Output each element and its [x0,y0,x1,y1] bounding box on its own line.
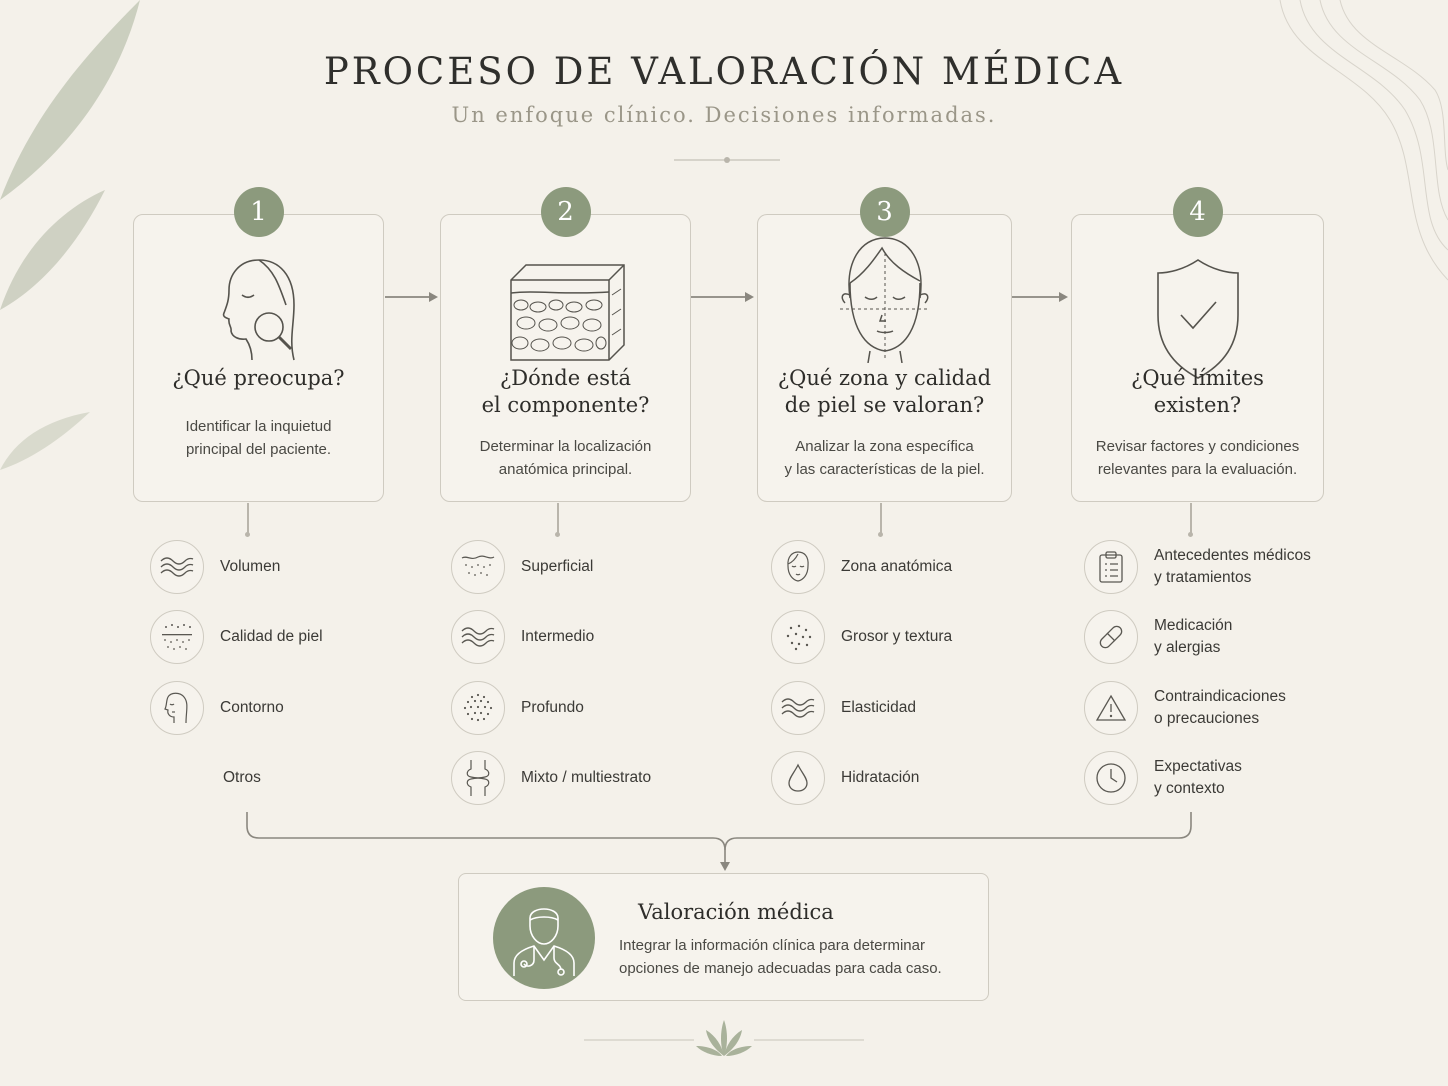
waves-icon [771,681,825,735]
warning-icon [1084,681,1138,735]
clock-icon [1084,751,1138,805]
step-title: ¿Qué límites existen? [1131,366,1264,417]
waves-icon [150,540,204,594]
step-title: ¿Qué preocupa? [172,366,345,390]
step-description: Determinar la localización anatómica pri… [479,438,652,478]
item-label: Superficial [521,558,594,575]
face-zones-icon [839,237,930,363]
list-item: Zona anatómica [771,538,952,596]
face-icon [771,540,825,594]
connector-line [557,503,559,533]
step-number-badge: 2 [540,187,591,237]
dots-scatter-icon [771,610,825,664]
list-item: Antecedentes médicos y tratamientos [1084,538,1311,596]
plant-ornament-icon [584,1020,864,1056]
step-description: Revisar factores y condiciones relevante… [1095,438,1300,478]
list-item: Hidratación [771,749,919,807]
droplet-icon [771,751,825,805]
dots-cluster-icon [451,681,505,735]
face-contour-icon [150,681,204,735]
face-magnifier-icon [222,259,295,361]
step-description: Analizar la zona específica y las caract… [784,438,985,478]
list-item: Volumen [150,538,280,596]
item-label: Intermedio [521,628,595,645]
connector-line [247,503,249,533]
step-title: ¿Qué zona y calidad de piel se valoran? [777,366,992,417]
item-label: Contraindicaciones o precauciones [1154,688,1286,727]
list-item: Grosor y textura [771,608,952,666]
final-title: Valoración médica [638,900,834,924]
skin-texture-icon [150,610,204,664]
list-item: Calidad de piel [150,608,323,666]
step-card-3: 3 ¿Qué zona y calidad de piel se valoran… [757,187,1012,502]
step-number-badge: 4 [1172,187,1223,237]
list-item: Contorno [150,679,284,737]
connector-dot [878,532,883,537]
list-item: Contraindicaciones o precauciones [1084,679,1286,737]
item-label: Expectativas y contexto [1154,758,1242,797]
step-card-2: 2 ¿Dónde está el componente? Determinar … [440,187,691,502]
title-divider [674,157,780,163]
item-label: Otros [223,769,261,786]
step-description: Identificar la inquietud principal del p… [185,418,332,458]
connector-dot [1188,532,1193,537]
final-assessment-box: Valoración médica Integrar la informació… [458,873,989,1001]
item-label: Antecedentes médicos y tratamientos [1154,547,1311,586]
item-label: Elasticidad [841,699,916,716]
step-card-4: 4 ¿Qué límites existen? Revisar factores… [1071,187,1324,502]
step-number-badge: 1 [233,187,284,237]
waves-icon [451,610,505,664]
list-item: Expectativas y contexto [1084,749,1242,807]
item-label: Calidad de piel [220,628,323,645]
list-item: Otros [207,749,261,807]
doctor-icon [493,887,595,989]
page-title: PROCESO DE VALORACIÓN MÉDICA [323,50,1125,93]
list-item: Mixto / multiestrato [451,749,651,807]
list-item: Elasticidad [771,679,916,737]
shield-check-icon [1156,259,1239,379]
skin-layers-block-icon [509,264,625,361]
connector-line [880,503,882,533]
list-item: Superficial [451,538,593,596]
item-label: Contorno [220,699,284,716]
item-label: Zona anatómica [841,558,953,575]
list-item: Profundo [451,679,584,737]
step-number-badge: 3 [859,187,910,237]
page-subtitle: Un enfoque clínico. Decisiones informada… [451,103,997,127]
list-item: Intermedio [451,608,594,666]
step-card-1: 1 ¿Qué preocupa? Identificar la inquietu… [133,187,384,502]
item-label: Hidratación [841,769,920,786]
connector-line [1190,503,1192,533]
item-label: Profundo [521,699,584,716]
step-title: ¿Dónde está el componente? [481,366,650,417]
item-label: Mixto / multiestrato [521,769,652,786]
item-label: Grosor y textura [841,628,953,645]
clipboard-icon [1084,540,1138,594]
final-description: Integrar la información clínica para det… [619,937,942,977]
item-label: Medicación y alergias [1154,617,1233,656]
connector-dot [555,532,560,537]
skin-surface-icon [451,540,505,594]
list-item: Medicación y alergias [1084,608,1232,666]
connector-dot [245,532,250,537]
joint-layers-icon [451,751,505,805]
item-label: Volumen [220,558,281,575]
pill-icon [1084,610,1138,664]
